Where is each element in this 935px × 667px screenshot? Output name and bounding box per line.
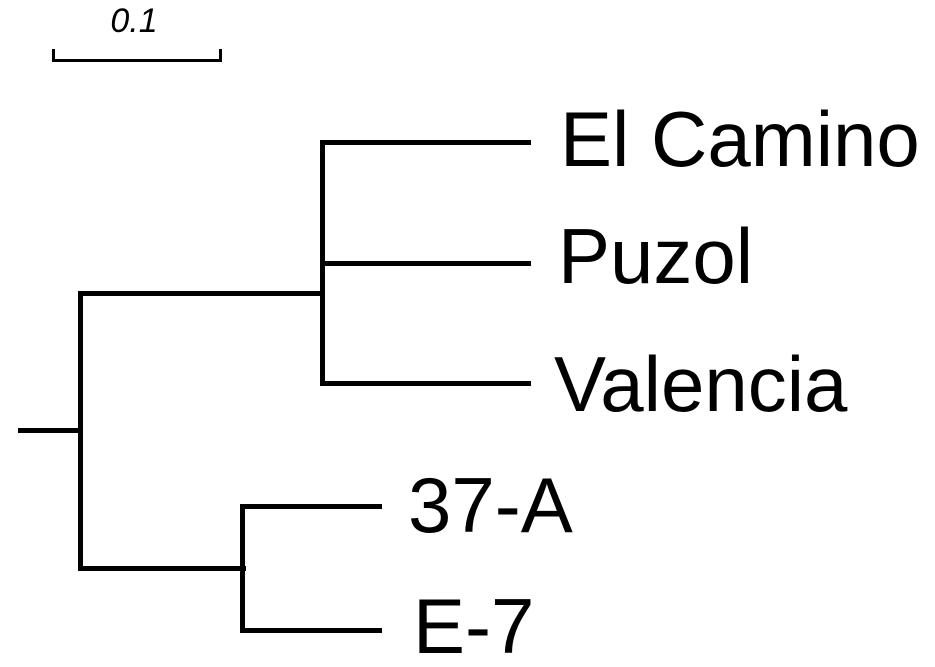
root-edge: [18, 428, 83, 433]
scale-bar: [52, 49, 222, 62]
tip-label-37a: 37-A: [408, 461, 573, 549]
root-vertical-connector: [78, 291, 83, 571]
scale-bar-label: 0.1: [110, 2, 158, 40]
branch-tip-puzol: [320, 261, 531, 266]
upper-clade-branch: [78, 291, 325, 296]
branch-tip-37a: [240, 504, 382, 509]
tip-label-valencia: Valencia: [554, 340, 848, 428]
tip-label-puzol: Puzol: [558, 212, 754, 300]
branch-tip-e7: [240, 628, 382, 633]
branch-tip-el-camino: [320, 140, 531, 145]
lower-clade-branch: [78, 566, 246, 571]
lower-clade-vertical-connector: [240, 504, 245, 633]
tip-label-el-camino: El Camino: [560, 95, 920, 183]
branch-tip-valencia: [320, 381, 531, 386]
tip-label-e7: E-7: [413, 582, 535, 667]
